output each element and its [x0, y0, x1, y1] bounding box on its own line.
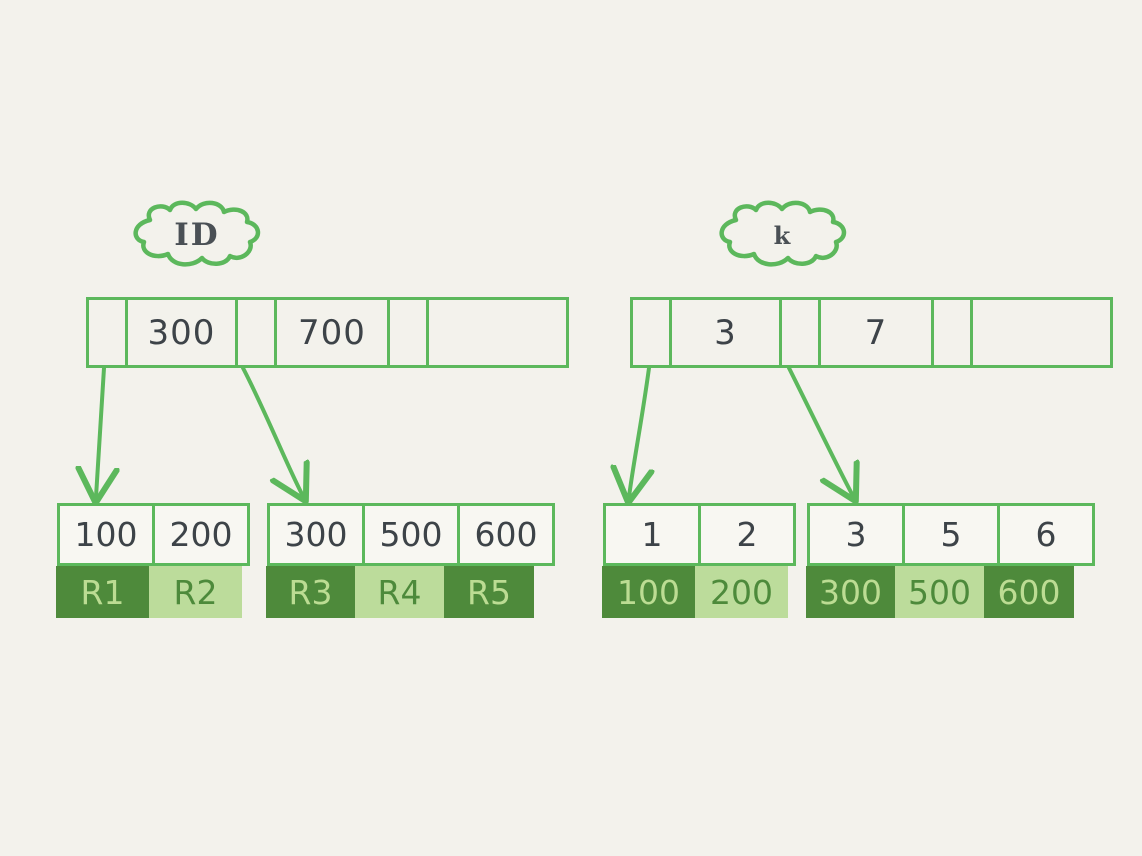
root-k-key-3[interactable]: 3: [669, 297, 782, 368]
leaf-3-key-0[interactable]: 1: [603, 503, 701, 566]
edge-root-id-to-leaf-1: [96, 366, 104, 497]
leaf-2-value-1[interactable]: R4: [355, 566, 444, 618]
root-node-id: 300 700: [86, 297, 569, 368]
leaf-1-value-0[interactable]: R1: [56, 566, 149, 618]
leaf-node-1-value-row: R1 R2: [56, 566, 250, 618]
cloud-label-k-text: k: [773, 220, 793, 250]
leaf-node-4: 3 5 6 300 500 600: [806, 503, 1095, 618]
root-node-k: 3 7: [630, 297, 1113, 368]
leaf-2-key-0[interactable]: 300: [267, 503, 365, 566]
cloud-shape-icon: [133, 200, 261, 267]
root-k-empty-slot[interactable]: [970, 297, 1113, 368]
root-k-pointer-2[interactable]: [931, 297, 973, 368]
leaf-node-2-value-row: R3 R4 R5: [266, 566, 555, 618]
leaf-node-1: 100 200 R1 R2: [56, 503, 250, 618]
leaf-3-value-1[interactable]: 200: [695, 566, 788, 618]
cloud-label-k: k: [712, 200, 854, 270]
root-id-key-300[interactable]: 300: [125, 297, 238, 368]
leaf-2-value-0[interactable]: R3: [266, 566, 355, 618]
leaf-node-2: 300 500 600 R3 R4 R5: [266, 503, 555, 618]
leaf-node-4-key-row: 3 5 6: [807, 503, 1095, 566]
root-k-pointer-0[interactable]: [630, 297, 672, 368]
leaf-1-key-0[interactable]: 100: [57, 503, 155, 566]
leaf-1-value-1[interactable]: R2: [149, 566, 242, 618]
leaf-4-value-0[interactable]: 300: [806, 566, 895, 618]
leaf-3-key-1[interactable]: 2: [698, 503, 796, 566]
leaf-2-key-2[interactable]: 600: [457, 503, 555, 566]
leaf-2-key-1[interactable]: 500: [362, 503, 460, 566]
leaf-4-value-2[interactable]: 600: [984, 566, 1074, 618]
root-k-key-7[interactable]: 7: [818, 297, 934, 368]
root-id-pointer-2[interactable]: [387, 297, 429, 368]
leaf-1-key-1[interactable]: 200: [152, 503, 250, 566]
root-k-pointer-1[interactable]: [779, 297, 821, 368]
cloud-shape-icon: [719, 200, 847, 267]
leaf-node-3-value-row: 100 200: [602, 566, 796, 618]
edge-root-k-to-leaf-3: [629, 366, 649, 497]
cloud-label-id: ID: [126, 200, 268, 270]
edge-root-id-to-leaf-2: [241, 366, 303, 496]
leaf-4-key-0[interactable]: 3: [807, 503, 905, 566]
root-id-empty-slot[interactable]: [426, 297, 569, 368]
root-id-pointer-1[interactable]: [235, 297, 277, 368]
edge-root-k-to-leaf-4: [787, 366, 853, 496]
leaf-4-key-2[interactable]: 6: [997, 503, 1095, 566]
leaf-node-1-key-row: 100 200: [57, 503, 250, 566]
leaf-node-3-key-row: 1 2: [603, 503, 796, 566]
leaf-node-2-key-row: 300 500 600: [267, 503, 555, 566]
leaf-node-4-value-row: 300 500 600: [806, 566, 1095, 618]
root-id-pointer-0[interactable]: [86, 297, 128, 368]
cloud-label-id-text: ID: [174, 217, 220, 253]
leaf-3-value-0[interactable]: 100: [602, 566, 695, 618]
leaf-node-3: 1 2 100 200: [602, 503, 796, 618]
leaf-4-value-1[interactable]: 500: [895, 566, 984, 618]
leaf-4-key-1[interactable]: 5: [902, 503, 1000, 566]
root-id-key-700[interactable]: 700: [274, 297, 390, 368]
leaf-2-value-2[interactable]: R5: [444, 566, 534, 618]
